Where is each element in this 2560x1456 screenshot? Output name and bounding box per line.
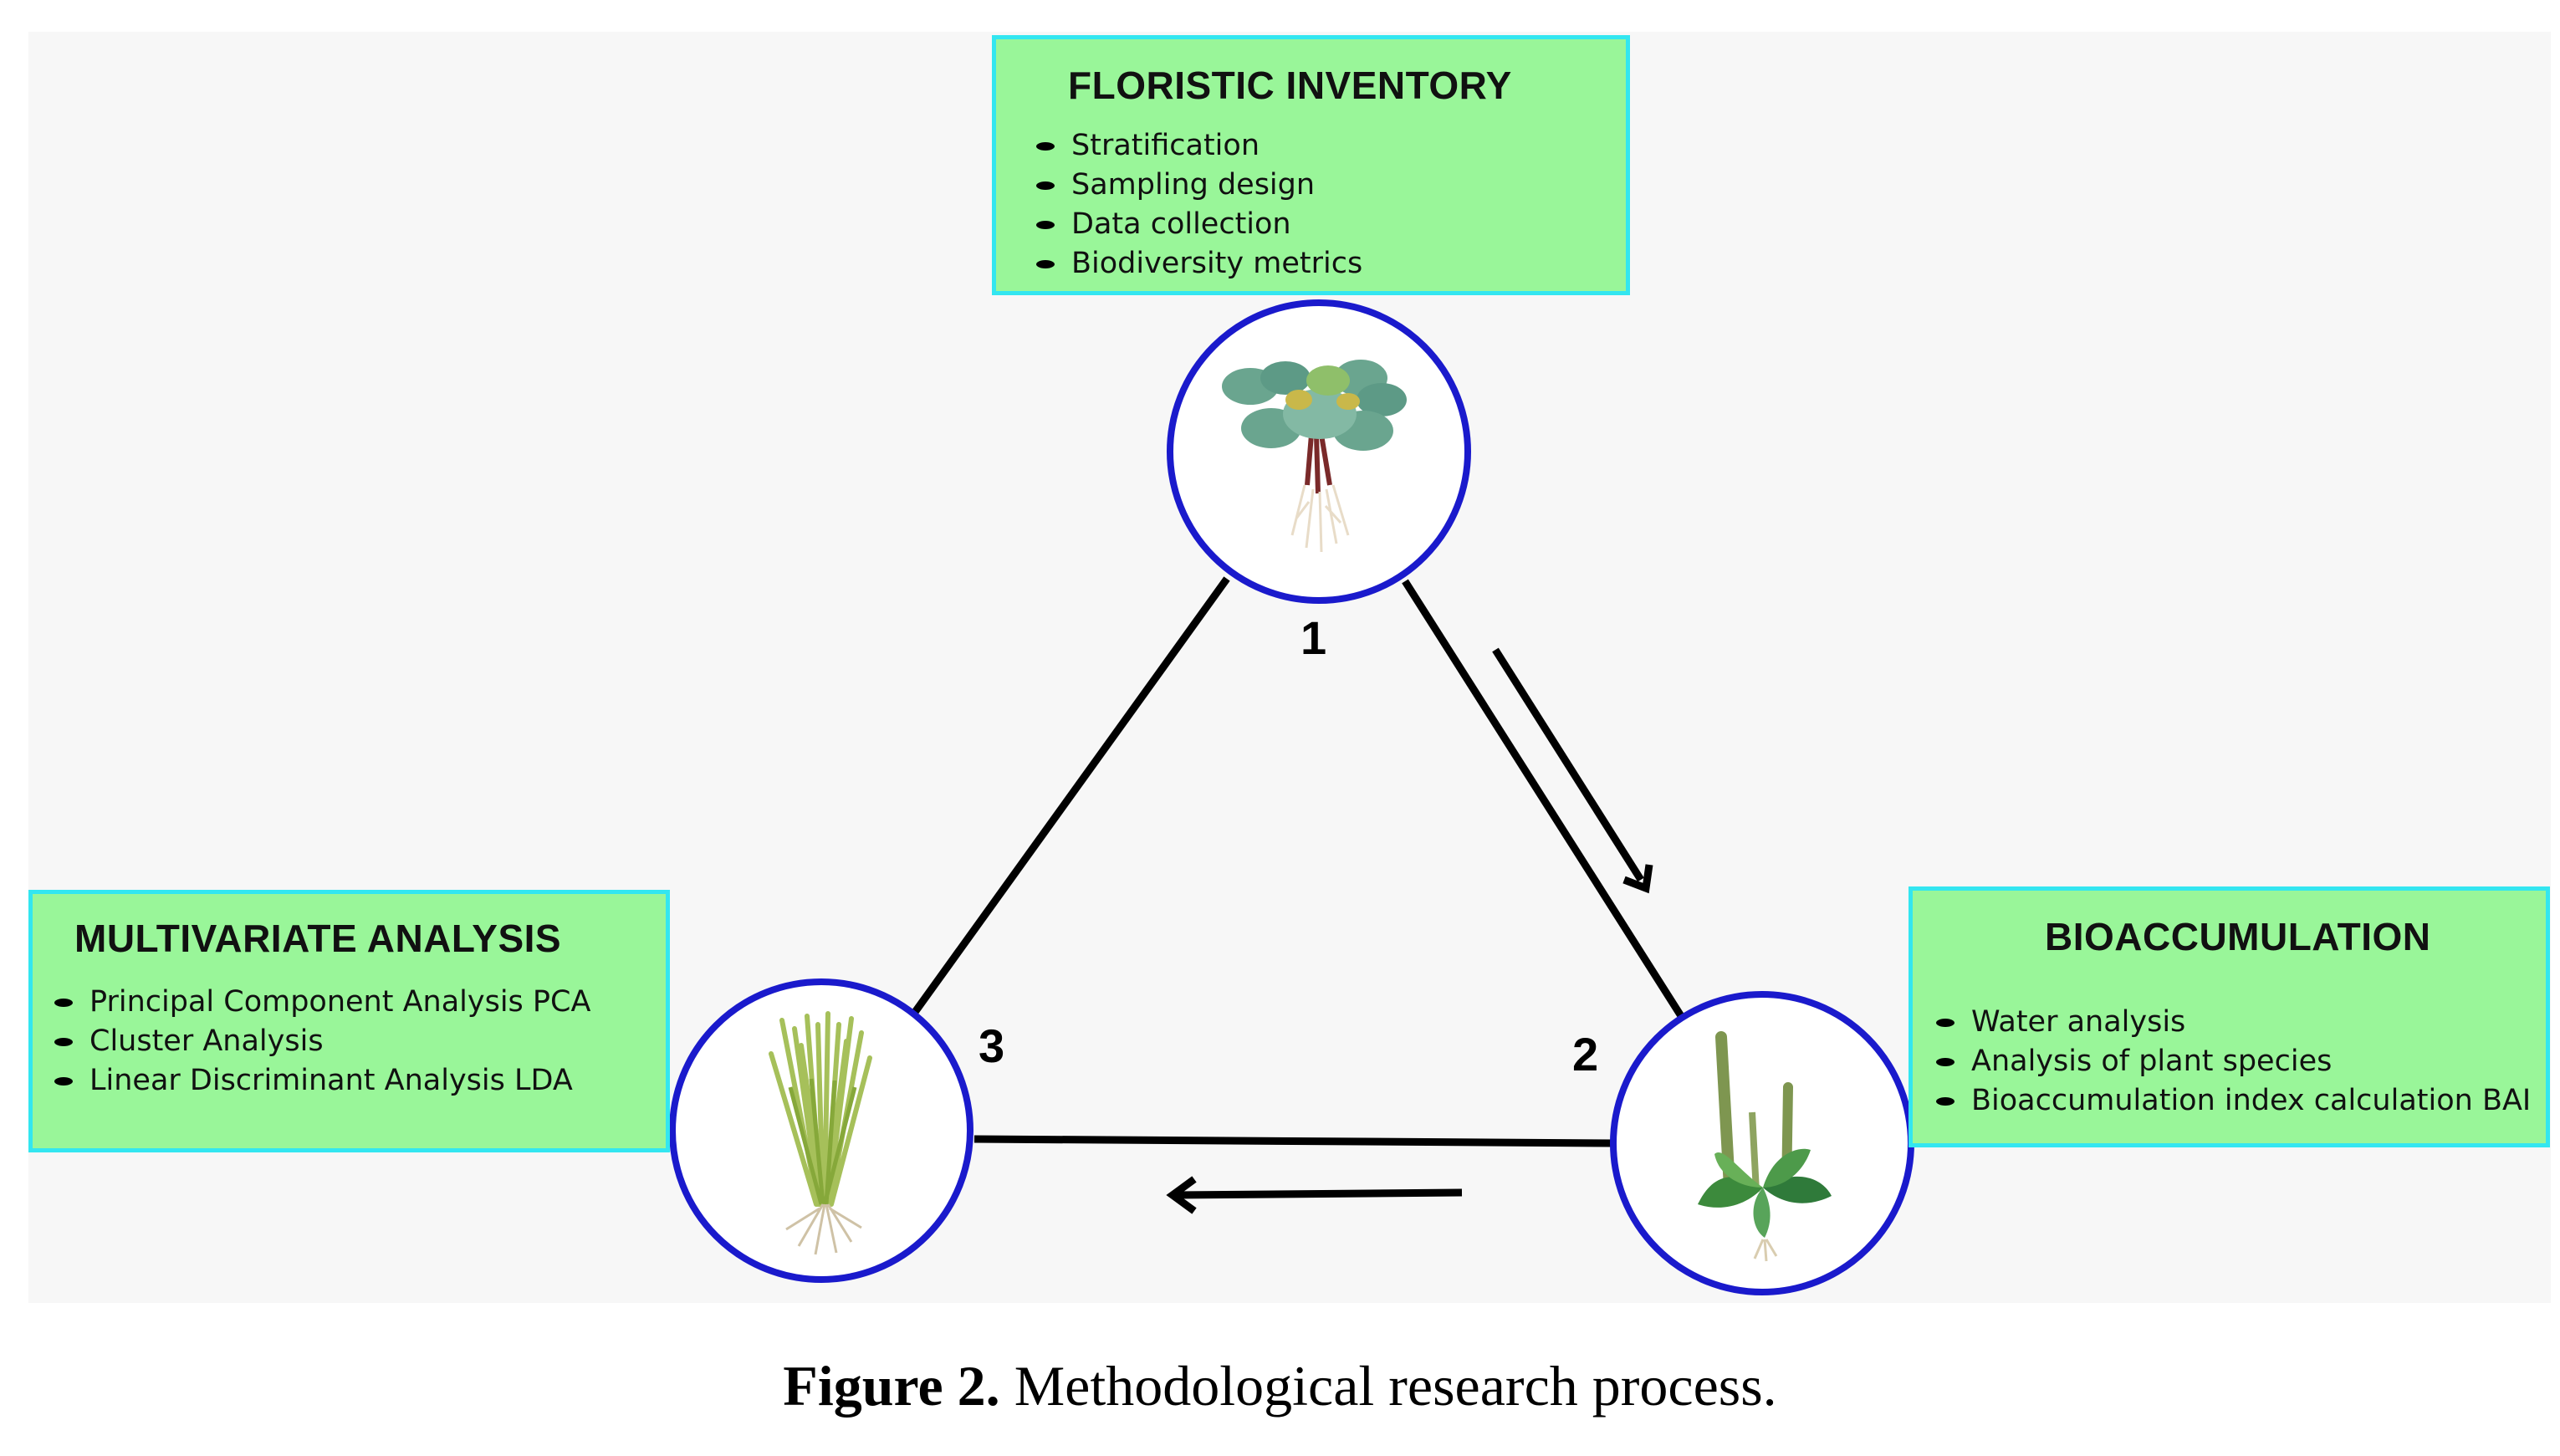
floristic-inventory-list: Stratification Sampling design Data coll…	[1036, 126, 1362, 284]
bullet-icon	[54, 1077, 73, 1086]
bullet-icon	[1936, 1058, 1954, 1066]
bullet-icon	[1036, 260, 1055, 268]
bullet-icon	[1936, 1097, 1954, 1106]
edge-1-2	[1402, 579, 1686, 1021]
floristic-inventory-title: FLORISTIC INVENTORY	[1068, 64, 1512, 107]
multivariate-analysis-title: MULTIVARIATE ANALYSIS	[74, 917, 562, 960]
list-item: Analysis of plant species	[1936, 1042, 2531, 1081]
step-circle-2	[1610, 991, 1914, 1295]
step-number-2: 2	[1572, 1028, 1599, 1081]
step-number-1: 1	[1300, 611, 1327, 664]
list-item: Principal Component Analysis PCA	[54, 983, 590, 1022]
bullet-icon	[54, 999, 73, 1007]
floristic-inventory-box: FLORISTIC INVENTORY Stratification Sampl…	[992, 35, 1630, 295]
figure-caption: Figure 2. Methodological research proces…	[0, 1353, 2560, 1419]
arrow-left-icon	[1166, 1176, 1463, 1214]
caption-text: Methodological research process.	[999, 1354, 1777, 1418]
bioaccumulation-title: BIOACCUMULATION	[2045, 915, 2431, 958]
bullet-icon	[1036, 142, 1055, 151]
multivariate-analysis-list: Principal Component Analysis PCA Cluster…	[54, 983, 590, 1101]
edge-2-3	[973, 1135, 1616, 1147]
arrow-down-right-icon	[1492, 647, 1653, 894]
list-item: Water analysis	[1936, 1003, 2531, 1042]
grass-tuft-icon	[769, 1011, 872, 1255]
list-item: Cluster Analysis	[54, 1022, 590, 1061]
step-number-3: 3	[979, 1019, 1005, 1072]
list-item: Linear Discriminant Analysis LDA	[54, 1061, 590, 1101]
list-item: Stratification	[1036, 126, 1362, 166]
bioaccumulation-list: Water analysis Analysis of plant species…	[1936, 1003, 2531, 1121]
list-item: Biodiversity metrics	[1036, 244, 1362, 284]
caption-label: Figure 2.	[783, 1354, 1000, 1418]
list-item: Sampling design	[1036, 166, 1362, 205]
plant-spike-icon	[1698, 1031, 1832, 1262]
bullet-icon	[1036, 221, 1055, 229]
bullet-icon	[1936, 1019, 1954, 1027]
bullet-icon	[54, 1038, 73, 1046]
multivariate-analysis-box: MULTIVARIATE ANALYSIS Principal Componen…	[28, 890, 670, 1152]
bioaccumulation-box: BIOACCUMULATION Water analysis Analysis …	[1909, 886, 2550, 1147]
plant-rosette-icon	[1222, 360, 1407, 553]
bullet-icon	[1036, 181, 1055, 190]
edge-1-3	[910, 576, 1230, 1017]
list-item: Data collection	[1036, 205, 1362, 244]
list-item: Bioaccumulation index calculation BAI	[1936, 1081, 2531, 1121]
